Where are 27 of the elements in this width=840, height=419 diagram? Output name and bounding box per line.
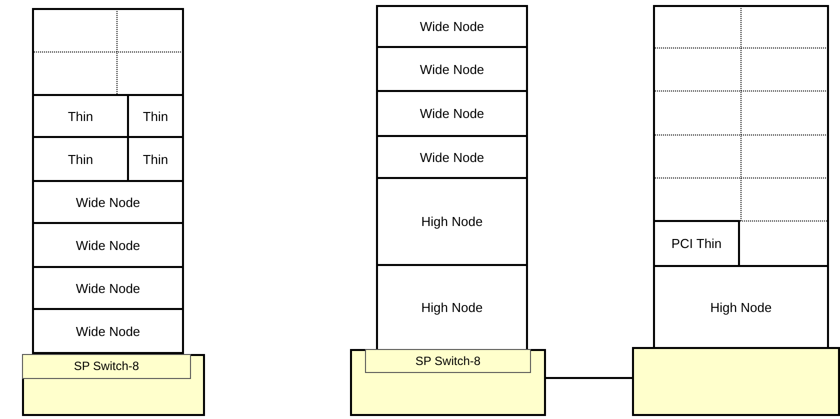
node-label: Wide Node — [420, 150, 484, 164]
rack-frame — [32, 8, 184, 354]
node-label: Wide Node — [76, 324, 140, 338]
node-label: Wide Node — [76, 238, 140, 252]
node-label: High Node — [421, 214, 483, 229]
switch-label: SP Switch-8 — [415, 354, 481, 368]
node-label: PCI Thin — [671, 236, 722, 251]
switch-frame — [350, 349, 546, 416]
node-label: High Node — [710, 300, 772, 314]
switch-frame — [632, 347, 840, 416]
node-label: Wide Node — [76, 194, 140, 210]
switch-label: SP Switch-8 — [74, 359, 140, 373]
node-label: Thin — [142, 108, 168, 124]
node-label: Thin — [68, 152, 94, 166]
switch-box — [22, 354, 191, 379]
rack-frame — [653, 5, 829, 349]
node-label: Wide Node — [420, 19, 484, 34]
node-label: Wide Node — [76, 280, 140, 296]
node-label: Wide Node — [420, 62, 484, 76]
node-label: Wide Node — [420, 106, 484, 121]
switch-box — [365, 349, 531, 373]
switch-frame — [22, 354, 205, 416]
node-label: Thin — [142, 152, 168, 166]
node-label: Thin — [68, 108, 94, 124]
connector-line — [546, 377, 632, 379]
node-slot — [653, 220, 740, 267]
node-label: High Node — [421, 300, 483, 315]
